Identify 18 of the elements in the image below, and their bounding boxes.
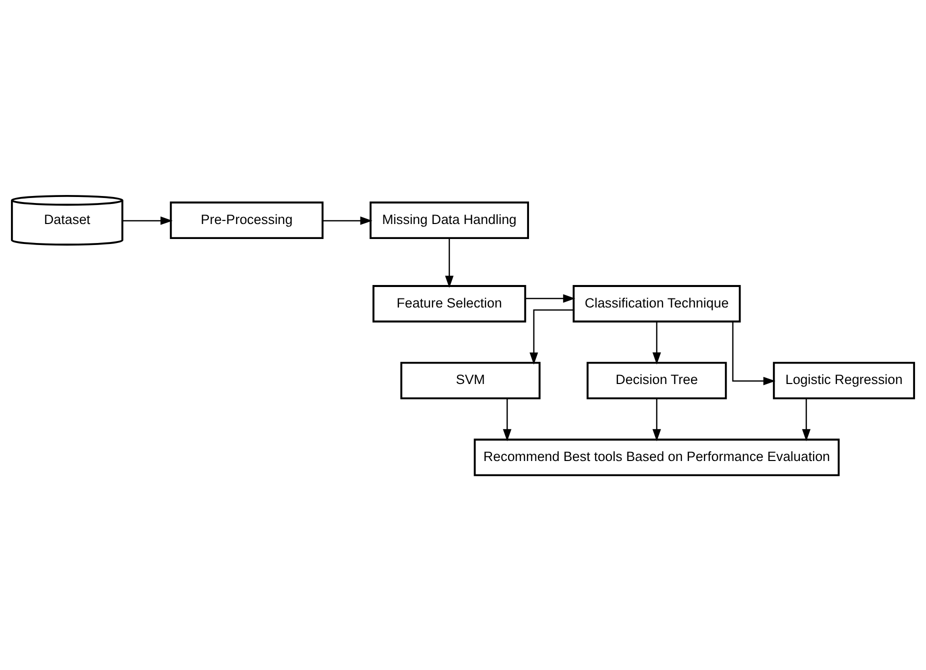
- node-box: Feature Selection: [372, 284, 526, 322]
- arrow: [802, 398, 811, 441]
- node-box: Decision Tree: [586, 361, 727, 399]
- arrow: [732, 321, 776, 385]
- arrow: [525, 294, 576, 302]
- arrow: [502, 398, 512, 441]
- node-box: Logistic Regression: [772, 361, 916, 399]
- node-box: Classification Technique: [572, 284, 741, 322]
- arrow: [652, 398, 661, 441]
- arrow: [652, 321, 661, 364]
- arrow: [322, 216, 372, 224]
- node-box: Missing Data Handling: [370, 201, 530, 238]
- arrow: [445, 238, 454, 288]
- node-box: SVM: [400, 361, 541, 399]
- arrow: [122, 216, 173, 224]
- node-box: Pre-Processing: [170, 201, 324, 238]
- arrow: [530, 308, 574, 364]
- node-box: Recommend Best tools Based on Performance Evaluation: [474, 438, 840, 476]
